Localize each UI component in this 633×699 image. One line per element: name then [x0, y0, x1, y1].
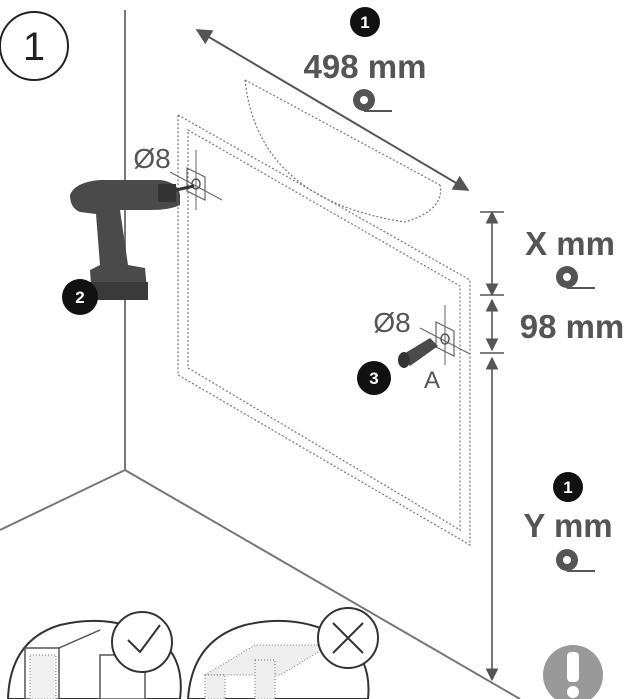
y-marker-badge	[553, 472, 583, 502]
warning-icon	[543, 645, 603, 699]
width-marker-badge	[350, 7, 380, 37]
wall-lines	[0, 10, 521, 699]
tape-measure-icon	[353, 89, 392, 112]
hole-side-diameter: Ø8	[373, 307, 410, 338]
drill-marker-number: 2	[75, 288, 84, 307]
wall-type-incorrect	[186, 607, 379, 699]
drill-hole-top: Ø8	[133, 143, 223, 210]
drill-marker-badge	[62, 279, 98, 315]
vertical-dimension	[480, 210, 504, 682]
y-dimension-text: Y mm	[523, 507, 612, 544]
x-dimension-text: X mm	[525, 225, 615, 262]
cabinet-outline	[177, 113, 471, 547]
anchor-marker-number: 3	[369, 369, 378, 388]
gap-dimension-text: 98 mm	[520, 308, 625, 345]
tape-measure-icon	[556, 266, 595, 289]
check-icon	[111, 611, 173, 673]
anchor-marker-badge	[357, 361, 391, 395]
wall-type-correct	[6, 611, 182, 699]
wall-anchor-icon: 3 A	[357, 338, 440, 395]
x-dimension: X mm	[525, 225, 615, 289]
floor-line-left	[0, 469, 126, 531]
anchor-label: A	[424, 367, 440, 394]
drill-hole-side: Ø8	[373, 305, 471, 365]
width-marker-number: 1	[360, 13, 369, 32]
y-dimension: 1 Y mm	[523, 472, 613, 572]
step-number: 1	[23, 25, 45, 69]
drill-icon: 2	[62, 180, 195, 315]
step-indicator: 1	[0, 11, 69, 81]
width-dimension-text: 498 mm	[304, 48, 427, 85]
width-dimension: 1 498 mm	[195, 7, 470, 191]
floor-line-right	[124, 469, 521, 699]
basin-outline	[244, 79, 442, 223]
tape-measure-icon	[556, 549, 595, 572]
y-marker-number: 1	[563, 478, 572, 497]
hole-top-diameter: Ø8	[133, 143, 170, 174]
